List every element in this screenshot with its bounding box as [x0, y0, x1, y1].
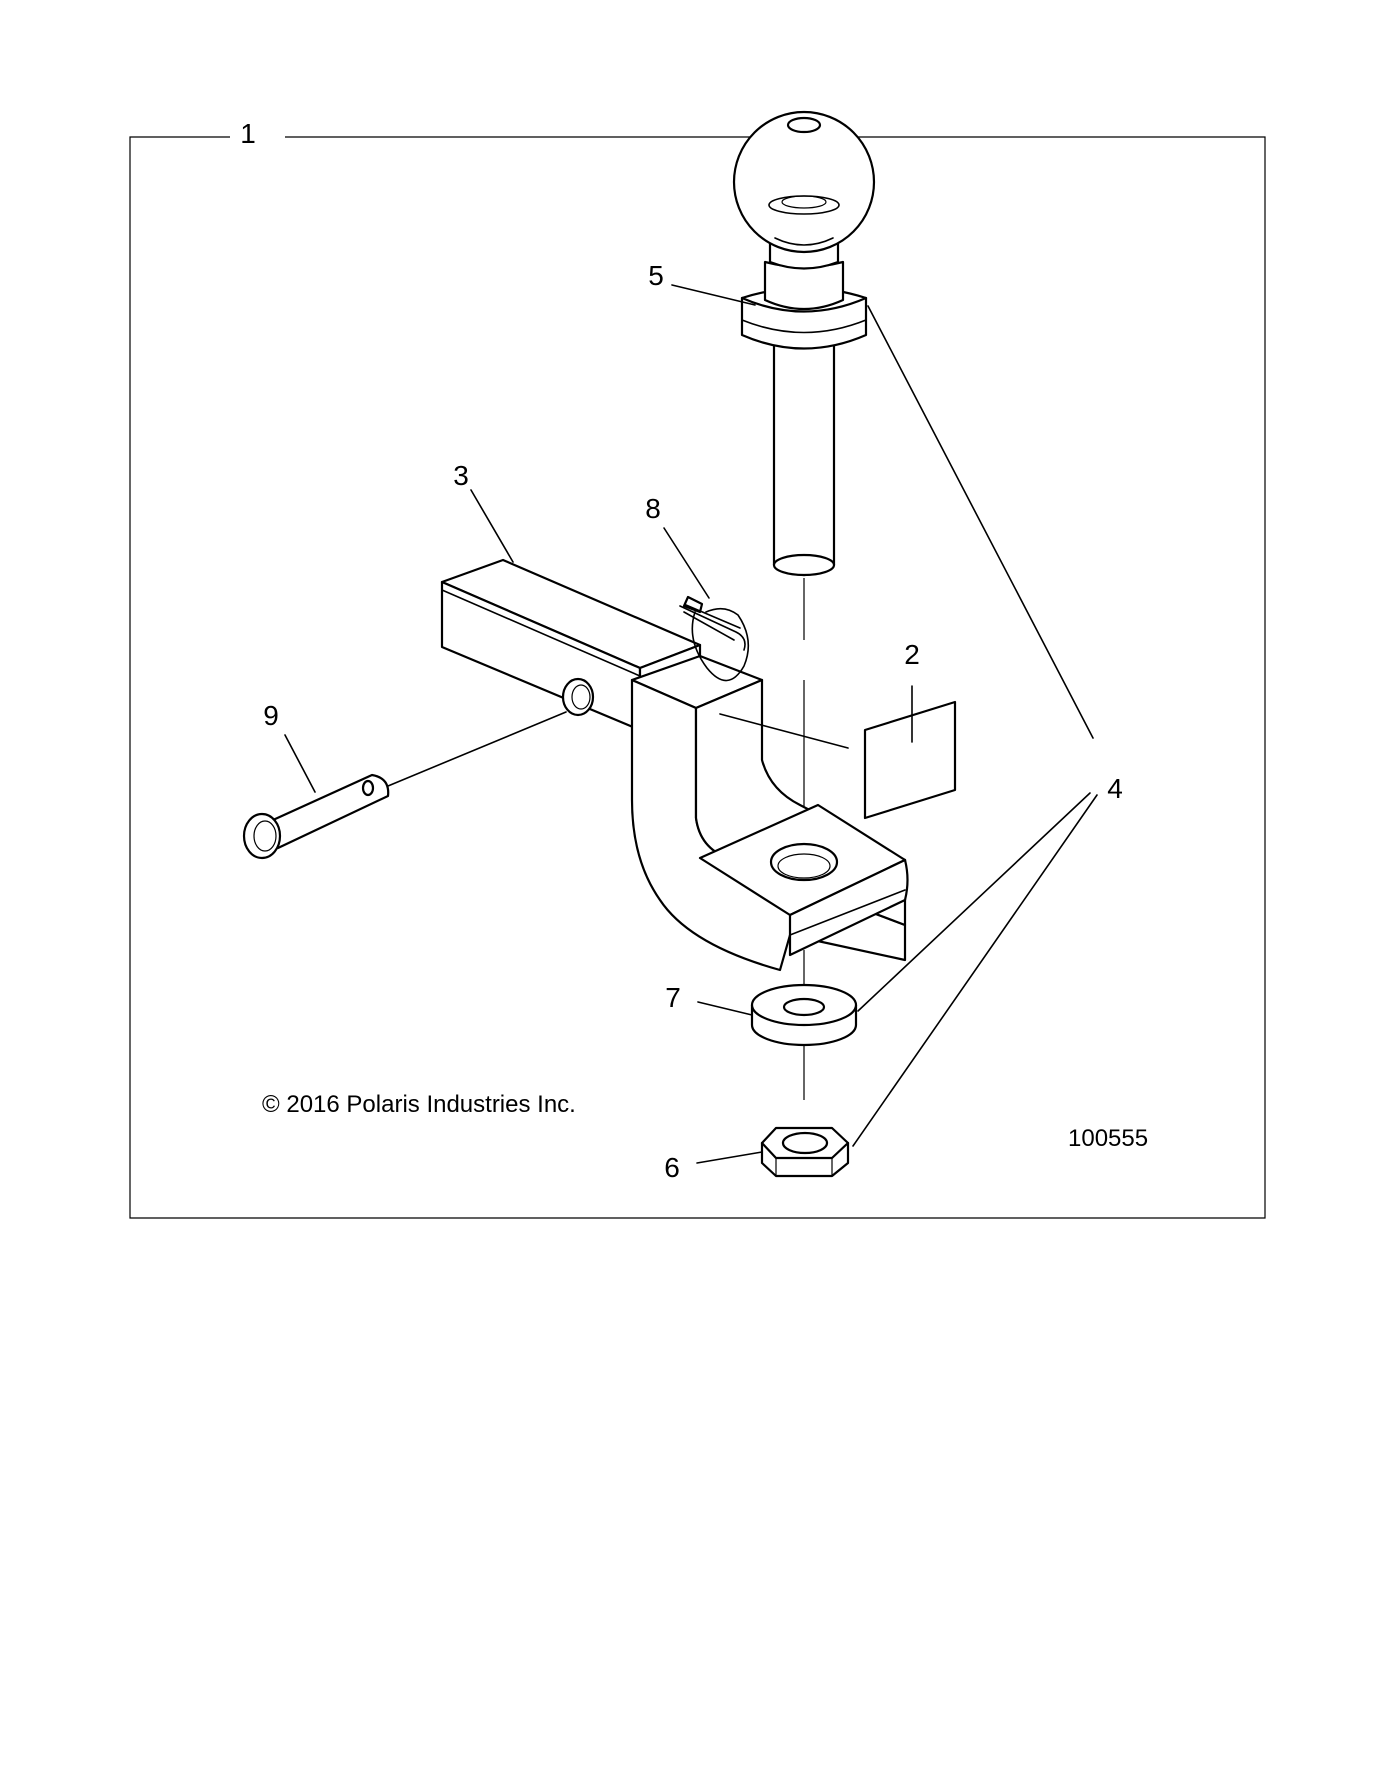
callout-9[interactable]: 9: [263, 700, 279, 731]
hitch-pin-clip[interactable]: [679, 595, 750, 682]
callout-3[interactable]: 3: [453, 460, 469, 491]
copyright-notice: © 2016 Polaris Industries Inc.: [262, 1091, 576, 1118]
callout-5-label[interactable]: 5: [648, 260, 664, 291]
figure-id-number: 100555: [1068, 1125, 1148, 1152]
ball-mount[interactable]: [440, 558, 909, 972]
callout-4[interactable]: 4: [1107, 773, 1123, 804]
callout-6[interactable]: 6: [664, 1152, 680, 1183]
hitch-pin[interactable]: [242, 773, 390, 860]
leader-6: [696, 1151, 763, 1164]
leader-5: [671, 284, 756, 306]
callout-8[interactable]: 8: [645, 493, 661, 524]
callout-1[interactable]: 1: [240, 118, 256, 149]
leader-3: [470, 489, 514, 563]
lock-washer[interactable]: [750, 983, 858, 1047]
leader-9: [284, 734, 316, 793]
leader-2-mount: [719, 713, 849, 749]
leader-9-axis: [387, 711, 567, 787]
callout-7[interactable]: 7: [665, 982, 681, 1013]
assembly-frame: [129, 136, 1266, 1219]
label-decal[interactable]: [863, 700, 957, 820]
leader-7: [697, 1001, 753, 1016]
hitch-ball[interactable]: [732, 110, 876, 577]
hex-nut[interactable]: [760, 1126, 850, 1178]
leader-8: [663, 527, 710, 599]
callout-2[interactable]: 2: [904, 639, 920, 670]
leader-4-group: [852, 305, 1098, 1147]
